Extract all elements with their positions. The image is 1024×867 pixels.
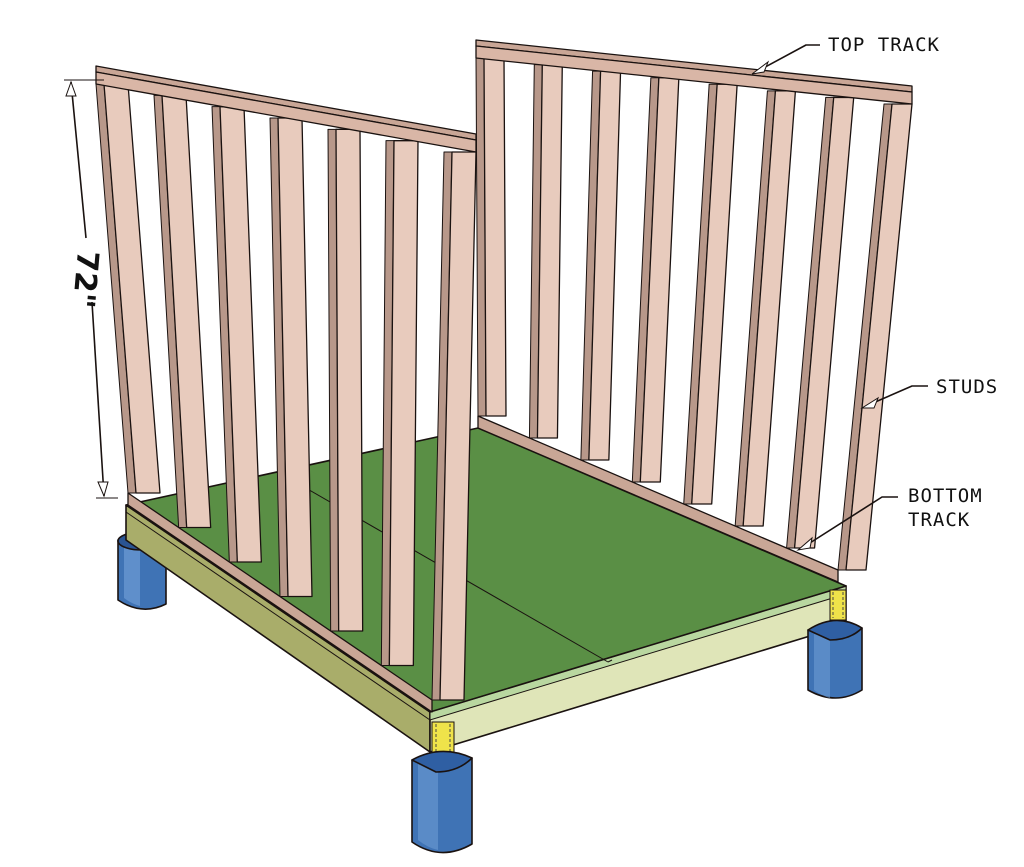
right-wall-frame: [475, 39, 913, 583]
callout-bottom-track: BOTTOM TRACK: [796, 485, 983, 551]
pier-front-center: [411, 750, 473, 854]
right-wall-stud: [483, 57, 507, 417]
arrow-down-icon: [97, 481, 109, 498]
callout-top-track: TOP TRACK: [751, 34, 940, 75]
corner-bracket-right: [829, 589, 847, 621]
arrow-up-icon: [65, 80, 77, 97]
callout-arrow-icon: [860, 396, 880, 409]
label-bottom-track-1: BOTTOM: [908, 485, 983, 507]
right-wall-stud: [536, 63, 563, 439]
pier-front-right: [807, 619, 863, 699]
right-wall-top-track: [475, 45, 913, 105]
callout-arrow-icon: [796, 536, 813, 551]
label-top-track: TOP TRACK: [828, 34, 940, 56]
height-dimension: 72": [64, 79, 118, 499]
left-wall-frame: [95, 65, 477, 713]
left-wall-stud: [335, 128, 364, 632]
callout-studs: STUDS: [860, 376, 998, 409]
left-wall-stud: [388, 140, 419, 667]
height-dimension-label: 72": [65, 249, 105, 309]
callout-arrow-icon: [751, 60, 770, 75]
left-wall-stud: [439, 151, 477, 701]
label-studs: STUDS: [936, 376, 998, 398]
label-bottom-track-2: TRACK: [908, 509, 970, 531]
right-wall-stud: [845, 103, 913, 571]
